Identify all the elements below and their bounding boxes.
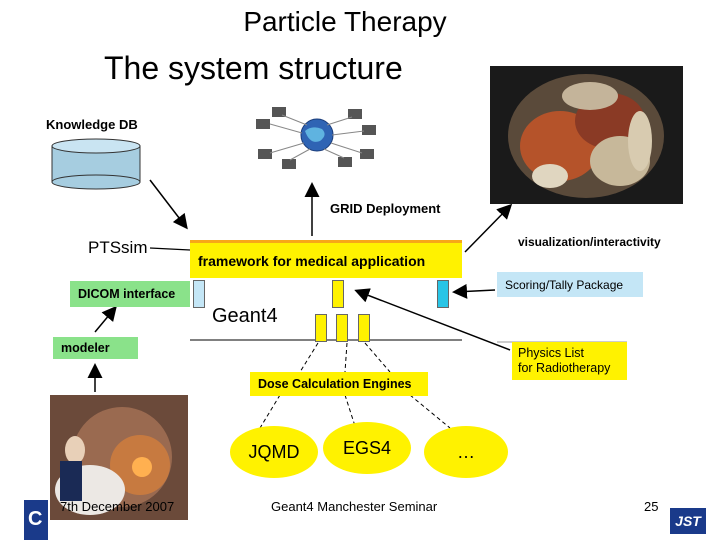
footer-date: 7th December 2007	[60, 499, 175, 514]
arrow-framework-to-visualization	[464, 203, 513, 253]
dash-1	[299, 342, 319, 373]
physics-list-box: Physics List for Radiotherapy	[512, 342, 627, 380]
arrow-db-to-framework	[149, 179, 188, 230]
slide-supertitle: Particle Therapy	[243, 6, 447, 37]
arrow-scoring-to-framework	[452, 283, 496, 299]
database-icon	[51, 138, 141, 190]
dose-engines-label: Dose Calculation Engines	[258, 377, 412, 391]
engine-egs4-label: EGS4	[342, 437, 392, 458]
engine-more-ellipse: …	[424, 426, 508, 478]
scoring-tally-label: Scoring/Tally Package	[505, 277, 624, 292]
grid-network-icon	[256, 107, 376, 169]
geant4-peg-1	[315, 314, 327, 342]
dicom-interface-label: DICOM interface	[78, 287, 176, 301]
engine-more-label: …	[457, 441, 475, 462]
engine-jqmd-label: JQMD	[248, 441, 300, 462]
peg-right-cyan	[437, 280, 449, 308]
grid-deployment-label: GRID Deployment	[330, 201, 441, 216]
dash-4	[259, 394, 281, 429]
ptssim-label: PTSsim	[88, 238, 148, 257]
knowledge-db-label: Knowledge DB	[46, 117, 138, 132]
framework-box: framework for medical application	[190, 240, 462, 278]
treatment-photo	[50, 395, 188, 520]
modeler-box: modeler	[53, 337, 138, 359]
left-logo: C	[28, 508, 43, 530]
peg-middle-yellow	[332, 280, 344, 308]
framework-label: framework for medical application	[198, 252, 426, 269]
dose-engines-box: Dose Calculation Engines	[250, 372, 428, 396]
engine-jqmd-ellipse: JQMD	[230, 426, 318, 478]
scoring-tally-box: Scoring/Tally Package	[497, 272, 643, 297]
dicom-interface-box: DICOM interface	[70, 281, 190, 307]
geant4-label: Geant4	[212, 305, 278, 327]
left-logo-bar	[24, 500, 48, 540]
dash-6	[409, 394, 451, 429]
arrow-modeler-to-dicom	[94, 305, 117, 333]
dash-5	[344, 394, 356, 427]
page-number: 25	[644, 499, 659, 514]
dash-2	[344, 342, 348, 373]
slide-title: The system structure	[104, 50, 403, 86]
physics-list-line-1: Physics List	[518, 346, 584, 360]
peg-left-cyan	[193, 280, 205, 308]
physics-list-line-2: for Radiotherapy	[518, 361, 611, 375]
ct-visualization-image	[490, 66, 683, 204]
ptssim-leader	[149, 247, 191, 251]
engine-egs4-ellipse: EGS4	[323, 422, 411, 474]
geant4-peg-3	[358, 314, 370, 342]
arrow-physics-to-geant4	[354, 288, 511, 351]
jst-logo: JST	[670, 508, 706, 534]
dash-3	[364, 342, 391, 373]
visualization-label: visualization/interactivity	[518, 235, 661, 249]
modeler-label: modeler	[61, 341, 110, 355]
geant4-peg-2	[336, 314, 348, 342]
footer-seminar: Geant4 Manchester Seminar	[271, 499, 438, 514]
